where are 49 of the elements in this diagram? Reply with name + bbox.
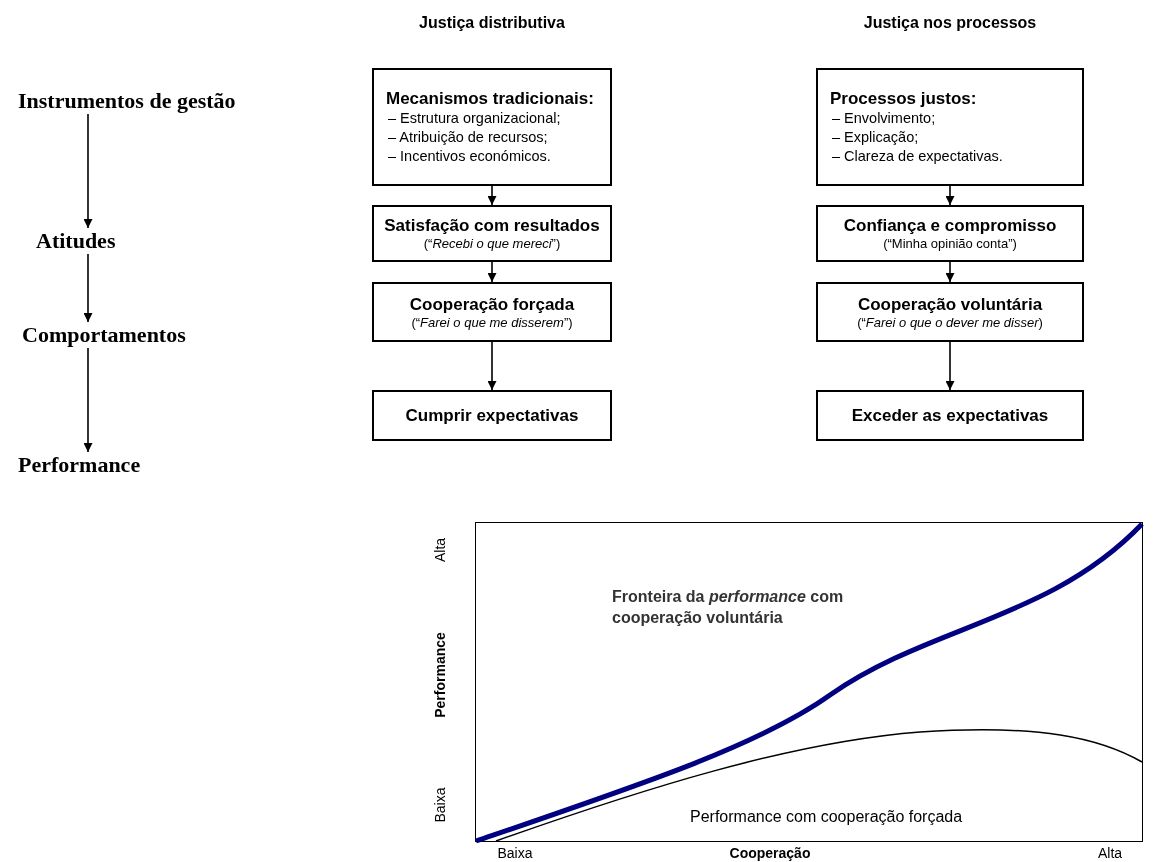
box-heading: Confiança e compromisso: [843, 215, 1057, 236]
box-heading: Exceder as expectativas: [851, 405, 1049, 426]
axis-tick-label: Alta: [1097, 845, 1123, 861]
axis-title: Cooperação: [729, 845, 811, 861]
quote-text: (“Recebi o que mereci”): [423, 236, 561, 252]
process-box: [816, 390, 1084, 441]
list-item: – Envolvimento;: [831, 109, 936, 128]
list-item: – Clareza de expectativas.: [831, 147, 1003, 166]
column-heading: Justiça distributiva: [419, 14, 565, 32]
axis-title: Performance: [432, 632, 448, 718]
process-box: [816, 205, 1084, 262]
stage-label: Atitudes: [36, 228, 116, 254]
curve-label: Fronteira da performance com cooperação voluntária: [612, 587, 845, 628]
box-heading: Cumprir expectativas: [405, 405, 579, 426]
stage-label: Comportamentos: [22, 322, 186, 348]
process-box: [372, 68, 612, 186]
process-box: [372, 282, 612, 342]
curve-label: Performance com cooperação forçada: [690, 807, 964, 827]
arrow: [487, 185, 497, 206]
process-box: [816, 282, 1084, 342]
arrow: [83, 347, 93, 453]
arrow: [945, 341, 955, 391]
process-box: [372, 390, 612, 441]
process-box: [816, 68, 1084, 186]
box-heading: Processos justos:: [830, 88, 977, 109]
box-heading: Cooperação forçada: [409, 293, 575, 315]
quote-text: (“Minha opinião conta”): [883, 236, 1017, 252]
arrow: [945, 185, 955, 206]
quote-text: (“Farei o que me disserem”): [411, 314, 573, 331]
list-item: – Incentivos económicos.: [387, 147, 551, 166]
axis-tick-label: Alta: [432, 537, 448, 563]
axis-tick-label: Baixa: [497, 845, 533, 861]
arrow: [487, 341, 497, 391]
list-item: – Estrutura organizacional;: [387, 109, 561, 128]
box-heading: Satisfação com resultados: [384, 215, 600, 236]
arrow: [945, 261, 955, 283]
box-heading: Cooperação voluntária: [857, 293, 1043, 315]
list-item: – Explicação;: [831, 128, 919, 147]
stage-label: Performance: [18, 452, 141, 478]
axis-tick-label: Baixa: [432, 787, 448, 823]
list-item: – Atribuição de recursos;: [387, 128, 548, 147]
process-box: [372, 205, 612, 262]
arrow: [83, 253, 93, 323]
arrow: [83, 113, 93, 229]
box-heading: Mecanismos tradicionais:: [386, 88, 594, 109]
stage-label: Instrumentos de gestão: [18, 88, 236, 114]
arrow: [487, 261, 497, 283]
quote-text: (“Farei o que o dever me disser): [857, 314, 1043, 331]
column-heading: Justiça nos processos: [863, 14, 1037, 32]
